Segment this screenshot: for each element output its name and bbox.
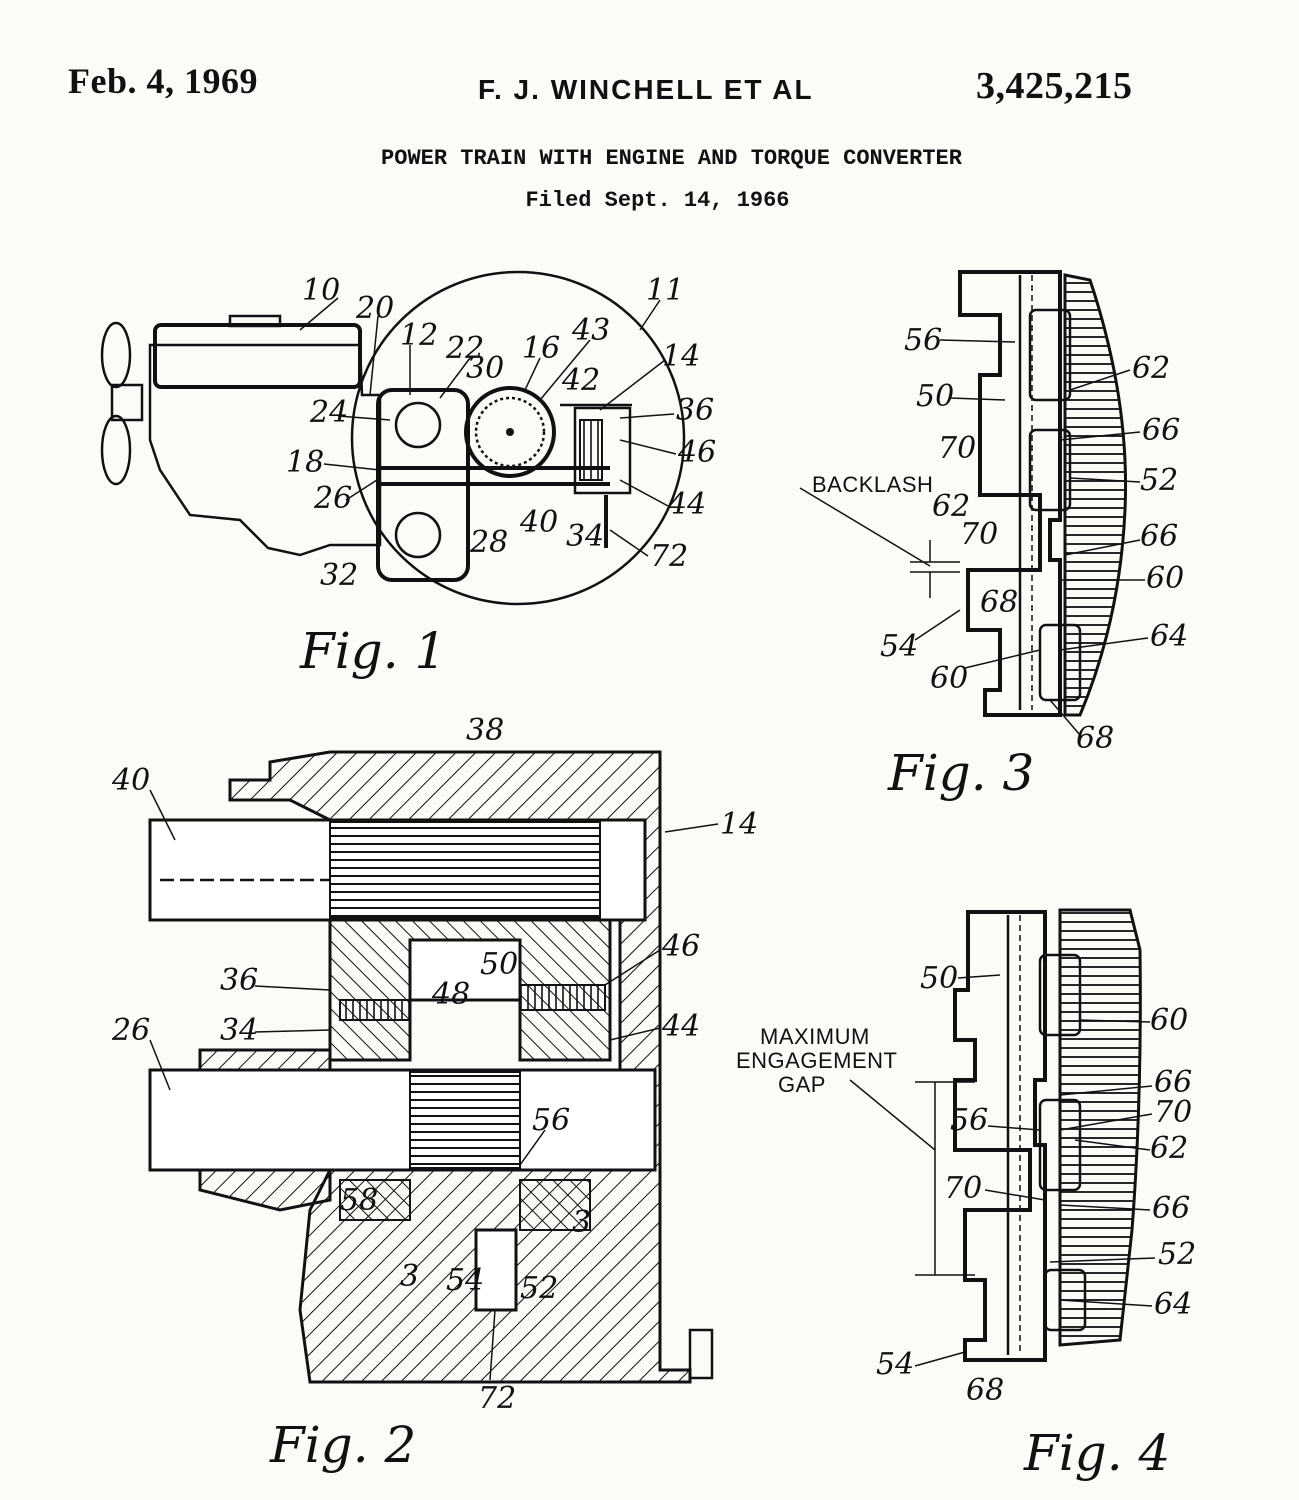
fig1-engine-head [153,323,362,389]
ref-62: 62 [1132,351,1170,386]
ref-40: 40 [519,505,558,540]
ref-66b: 66 [1140,519,1178,554]
ref-46: 46 [677,435,716,470]
ref-56: 56 [904,323,942,358]
ref-72: 72 [478,1381,516,1416]
figure-4: MAXIMUM ENGAGEMENT GAP 50 60 66 70 56 62… [736,908,1196,1482]
ref-62: 62 [1150,1131,1188,1166]
fig1-gear [464,386,556,478]
ref-70b: 70 [944,1171,982,1206]
ref-36: 36 [220,963,258,998]
figure-1: 10 20 12 22 16 43 11 30 14 42 36 24 46 1… [100,270,716,680]
ref-54: 54 [880,629,918,664]
ref-40: 40 [111,763,150,798]
ref-12: 12 [400,318,438,353]
ref-54: 54 [446,1263,484,1298]
fig2-clutch-plates [519,984,606,1011]
fig4-caption: Fig. 4 [1023,1424,1170,1482]
ref-50: 50 [916,379,954,414]
ref-68b: 68 [1076,721,1114,756]
fig1-caption: Fig. 1 [299,622,446,680]
ref-14: 14 [720,807,758,842]
ref-64: 64 [1150,619,1188,654]
ref-38: 38 [466,713,504,748]
ref-52: 52 [520,1271,558,1306]
ref-66: 66 [1142,413,1180,448]
fig3-gear-teeth [1063,273,1128,717]
ref-68: 68 [966,1373,1004,1408]
ref-52: 52 [1158,1237,1196,1272]
figure-2: 38 40 14 36 46 50 48 34 26 44 56 58 3 3 … [111,713,758,1474]
fig2-shaft-26 [148,1068,657,1172]
ref-70: 70 [938,431,976,466]
ref-11: 11 [646,273,684,308]
fig3-backlash-label: BACKLASH [812,472,933,497]
ref-34: 34 [566,519,604,554]
ref-62b: 62 [932,489,970,524]
ref-32: 32 [320,558,358,593]
fig4-gap-label-3: GAP [778,1072,826,1097]
fig1-engine-body [148,343,382,557]
ref-50: 50 [920,961,958,996]
ref-48: 48 [431,977,470,1012]
ref-16: 16 [522,331,560,366]
fig1-outline-circle [350,270,686,606]
ref-60b: 60 [930,661,968,696]
figure-3: BACKLASH 56 62 50 66 70 52 62 70 66 60 6… [799,270,1188,802]
ref-50: 50 [480,947,518,982]
ref-56: 56 [950,1103,988,1138]
inventor-name: F. J. WINCHELL ET AL [478,74,814,105]
ref-52: 52 [1140,463,1178,498]
ref-66b: 66 [1152,1191,1190,1226]
ref-20: 20 [355,291,394,326]
fig3-caption: Fig. 3 [887,744,1034,802]
patent-date: Feb. 4, 1969 [68,61,258,101]
ref-42: 42 [561,363,600,398]
ref-43: 43 [571,313,610,348]
ref-56: 56 [532,1103,570,1138]
ref-44: 44 [661,1009,700,1044]
ref-26: 26 [111,1013,150,1048]
filing-date: Filed Sept. 14, 1966 [525,188,790,213]
ref-70b: 70 [960,517,998,552]
ref-72: 72 [650,539,688,574]
ref-60: 60 [1146,561,1184,596]
ref-36: 36 [676,393,714,428]
ref-46: 46 [661,929,700,964]
ref-14: 14 [662,339,700,374]
ref-64: 64 [1154,1287,1192,1322]
ref-70: 70 [1154,1095,1192,1130]
ref-30: 30 [466,351,504,386]
ref-3-left: 3 [400,1259,419,1294]
patent-title: POWER TRAIN WITH ENGINE AND TORQUE CONVE… [381,146,962,171]
ref-44: 44 [667,487,706,522]
ref-66: 66 [1154,1065,1192,1100]
ref-22: 22 [445,331,484,366]
ref-60: 60 [1150,1003,1188,1038]
fan-icon [100,321,144,486]
ref-68: 68 [980,585,1018,620]
fig4-gap-label-2: ENGAGEMENT [736,1048,897,1073]
fig4-rack [953,910,1047,1362]
fig4-gap-label-1: MAXIMUM [760,1024,870,1049]
ref-54: 54 [876,1347,914,1382]
fig2-caption: Fig. 2 [269,1416,416,1474]
ref-18: 18 [286,445,324,480]
fig2-pin-54 [474,1228,518,1312]
ref-3-right: 3 [572,1205,591,1240]
patent-number: 3,425,215 [976,65,1133,107]
fig3-rack [958,270,1062,717]
ref-28: 28 [469,525,508,560]
ref-34: 34 [220,1013,258,1048]
ref-10: 10 [302,273,340,308]
fig1-engine-cap [228,314,282,328]
ref-58: 58 [340,1183,378,1218]
ref-26: 26 [313,481,352,516]
ref-24: 24 [309,395,348,430]
